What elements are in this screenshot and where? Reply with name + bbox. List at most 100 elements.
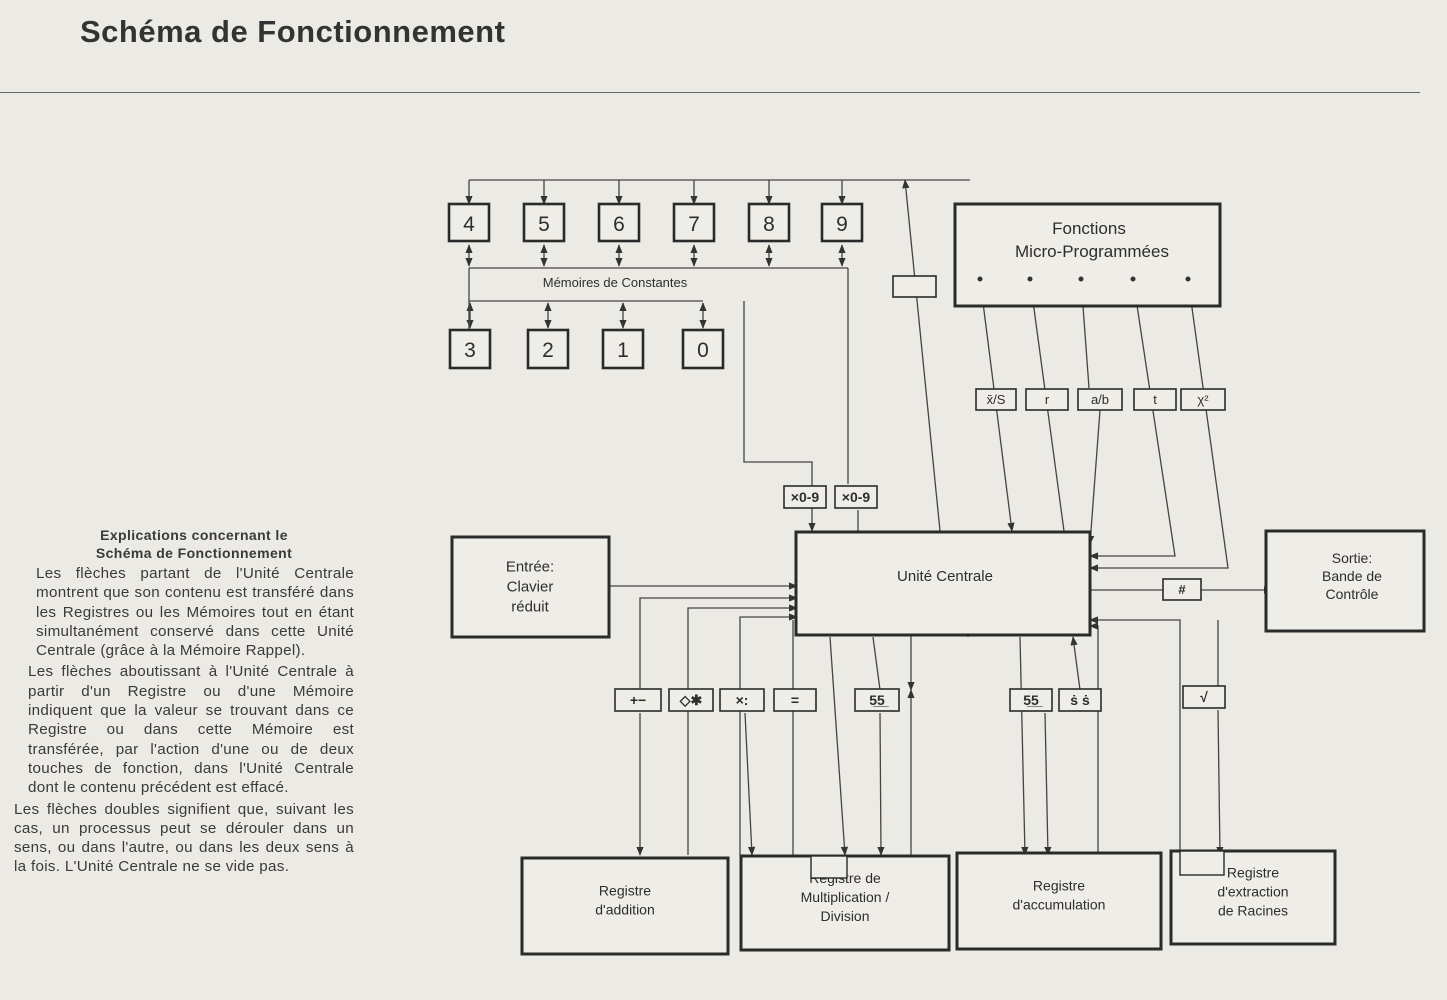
root-loop-stub <box>1179 850 1225 876</box>
output-box <box>1264 529 1426 633</box>
register-key-7-label: ṡ ṡ <box>1070 692 1090 708</box>
accumulation-register-line-2: d'accumulation <box>1013 896 1106 912</box>
output-key <box>1162 578 1202 601</box>
register-key-4 <box>773 688 817 712</box>
memory-label-1: 1 <box>617 339 629 362</box>
micro-key-2 <box>1025 388 1069 411</box>
accum-in-wire <box>1019 636 1029 856</box>
explanation-paragraph-3: Les flèches doubles signifient que, suiv… <box>14 800 354 876</box>
register-key-3 <box>719 688 765 712</box>
memory-box-9 <box>820 202 864 243</box>
input-box-line-3: réduit <box>511 598 549 615</box>
memory-label-6: 6 <box>613 213 625 236</box>
input-box <box>450 535 611 639</box>
micro-wire-3 <box>1086 409 1101 545</box>
register-key-7 <box>1058 688 1102 712</box>
mult-55-in-wire <box>877 712 885 856</box>
micro-node-2 <box>1027 276 1033 282</box>
root-return-wire <box>1089 616 1181 855</box>
memory-box-0 <box>681 328 725 370</box>
central-unit-box <box>794 530 1092 637</box>
memory-key-1 <box>783 485 827 509</box>
micro-key-3 <box>1077 388 1123 411</box>
root-extraction-register-line-1: Registre <box>1227 864 1279 880</box>
register-key-6 <box>1009 688 1053 712</box>
output-box-line-2: Bande de <box>1322 568 1382 584</box>
memory-label-5: 5 <box>538 213 550 236</box>
accumulation-register-line-1: Registre <box>1033 877 1085 893</box>
micro-key-label-4: t <box>1153 392 1157 407</box>
memory-box-1 <box>601 328 645 370</box>
micro-node-1 <box>977 276 983 282</box>
multiplication-division-register-line-2: Multiplication / <box>801 889 890 905</box>
output-key-label: # <box>1178 582 1186 597</box>
memory-label-4: 4 <box>463 213 475 236</box>
addition-register-line-1: Registre <box>599 882 651 898</box>
memory-label-7: 7 <box>688 213 700 236</box>
memory-box-6 <box>597 202 641 243</box>
explanation-paragraph-1: Les flèches partant de l'Unité Centrale … <box>36 565 354 660</box>
memory-group-label: Mémoires de Constantes <box>543 275 688 290</box>
mult-feed-2 <box>829 636 849 856</box>
explanation-paragraph-2: Les flèches aboutissant à l'Unité Centra… <box>28 663 354 797</box>
memory-key-2 <box>834 485 878 509</box>
register-key-2 <box>668 688 714 712</box>
micro-node-5 <box>1185 276 1191 282</box>
memory-box-7 <box>672 202 716 243</box>
micro-wire-4 <box>1089 278 1176 560</box>
micro-key-4 <box>1133 388 1177 411</box>
accum-ss-wire <box>1070 636 1081 691</box>
micro-key-label-1: x̄/S <box>987 392 1006 407</box>
explanation-heading-line2: Schéma de Fonctionnement <box>95 545 293 561</box>
micro-wire-5 <box>1089 278 1229 572</box>
memory-box-4 <box>447 202 491 243</box>
addition-return-wire <box>639 594 798 690</box>
addition-out-wire <box>687 604 798 855</box>
register-key-5 <box>854 688 900 712</box>
memory-box-8 <box>747 202 791 243</box>
memory-label-2: 2 <box>542 339 554 362</box>
accum-55-in-wire <box>1044 712 1052 856</box>
memory-label-9: 9 <box>836 213 848 236</box>
micro-key-label-5: χ² <box>1197 392 1209 407</box>
input-box-line-2: Clavier <box>507 578 554 595</box>
explanation-panel: Explications concernant le Schéma de Fon… <box>14 526 354 877</box>
register-key-1 <box>614 688 662 712</box>
memory-key-1-label: ×0-9 <box>791 489 820 505</box>
central-output-key <box>892 275 937 298</box>
register-key-8-label: √ <box>1200 689 1208 705</box>
central-to-memory-wire <box>902 179 941 532</box>
root-extraction-register-line-3: de Racines <box>1218 902 1288 918</box>
micro-functions-title-line1: Fonctions <box>1052 219 1126 238</box>
register-key-2-label: ◇✱ <box>679 692 703 708</box>
central-unit-label: Unité Centrale <box>897 568 993 585</box>
accumulation-register <box>955 851 1163 951</box>
micro-key-label-3: a/b <box>1091 392 1109 407</box>
root-extraction-register-line-2: d'extraction <box>1217 883 1288 899</box>
micro-key-label-2: r <box>1045 392 1050 407</box>
memory-box-5 <box>522 202 566 243</box>
output-box-line-1: Sortie: <box>1332 550 1372 566</box>
root-in-wire <box>1216 709 1224 856</box>
addition-register-line-2: d'addition <box>595 901 655 917</box>
memory-label-8: 8 <box>763 213 775 236</box>
micro-key-5 <box>1180 388 1226 411</box>
memory-box-3 <box>448 328 492 370</box>
register-key-6-label: 5̲5̲ <box>1023 692 1044 708</box>
memory-label-3: 3 <box>464 339 476 362</box>
micro-node-4 <box>1130 276 1136 282</box>
micro-node-3 <box>1078 276 1084 282</box>
mult-55-wire <box>872 636 881 691</box>
register-key-5-label: 5̲5̲ <box>869 692 890 708</box>
memory-box-2 <box>526 328 570 370</box>
register-key-8 <box>1182 685 1226 709</box>
register-key-1-label: +− <box>630 692 646 708</box>
multiplication-division-register-line-3: Division <box>820 908 869 924</box>
output-box-line-3: Contrôle <box>1326 586 1379 602</box>
register-key-3-label: ×: <box>736 692 749 708</box>
explanation-heading-line1: Explications concernant le <box>100 527 288 543</box>
micro-functions-box <box>953 202 1222 308</box>
register-key-4-label: = <box>791 692 799 708</box>
mult-return-wire <box>739 613 798 855</box>
